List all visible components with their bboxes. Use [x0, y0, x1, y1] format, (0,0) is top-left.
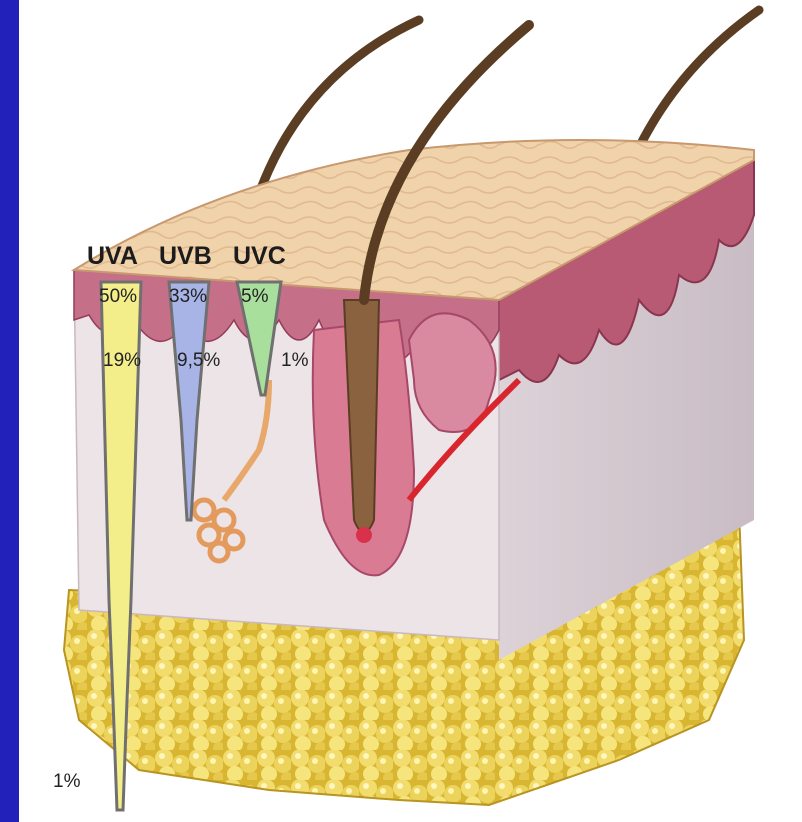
uvc-dermis-percent: 1% — [281, 351, 308, 370]
hair-papilla — [356, 527, 372, 543]
diagram-canvas: UVA UVB UVC 50% 33% 5% 19% 9,5% 1% 1% — [19, 0, 802, 822]
skin-cross-section — [19, 0, 802, 822]
uva-header: UVA — [87, 244, 138, 269]
uva-hypodermis-percent: 1% — [53, 772, 80, 791]
uvb-header: UVB — [159, 244, 212, 269]
uva-surface-percent: 50% — [99, 287, 137, 306]
uvc-header: UVC — [233, 244, 286, 269]
uva-dermis-percent: 19% — [103, 351, 141, 370]
uvb-dermis-percent: 9,5% — [177, 351, 220, 370]
uvb-surface-percent: 33% — [169, 287, 207, 306]
uvc-surface-percent: 5% — [241, 287, 268, 306]
